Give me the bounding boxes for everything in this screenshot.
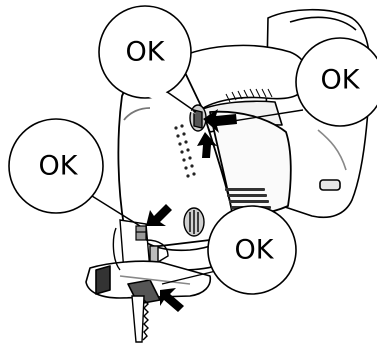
callout-label: OK (321, 65, 361, 96)
callout-label: OK (39, 151, 79, 182)
blade-clamp (136, 226, 146, 240)
callout-label: OK (126, 37, 166, 68)
orbital-dial (184, 208, 204, 236)
callout-label: OK (235, 235, 275, 266)
